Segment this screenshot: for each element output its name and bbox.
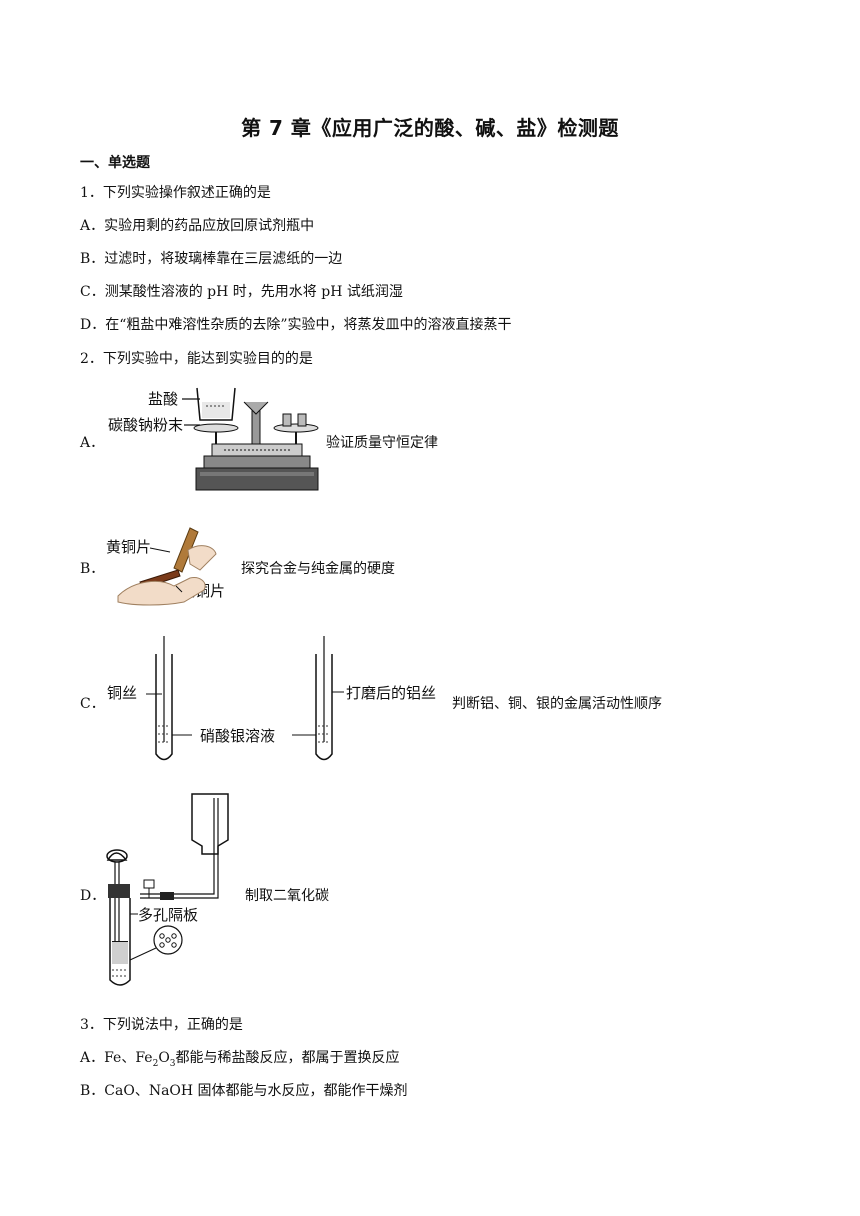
q3-option-b: B．CaO、NaOH 固体都能与水反应，都能作干燥剂 [80, 1083, 408, 1099]
q3-option-a-sub2: 3 [169, 1058, 176, 1069]
q2-option-d-desc: 制取二氧化碳 [245, 888, 329, 904]
q3-option-a-sub1: 2 [152, 1058, 159, 1069]
page-title: 第 7 章《应用广泛的酸、碱、盐》检测题 [241, 116, 619, 140]
test-tubes-figure: 铜丝 硝酸银溶液 打磨后的铝丝 [107, 636, 436, 761]
q1-option-c: C．测某酸性溶液的 pH 时，先用水将 pH 试纸润湿 [80, 284, 403, 300]
q2-option-d-letter: D． [80, 888, 106, 904]
fig-label-porous-plate: 多孔隔板 [138, 906, 198, 924]
section-heading: 一、单选题 [80, 155, 150, 171]
fig-label-silver-nitrate: 硝酸银溶液 [200, 727, 275, 745]
q3-stem: 3．下列说法中，正确的是 [80, 1017, 243, 1033]
fig-label-hcl: 盐酸 [148, 390, 178, 408]
fig-label-copper-wire: 铜丝 [107, 684, 137, 702]
co2-apparatus-figure: 多孔隔板 [106, 793, 229, 986]
q2-option-b-letter: B． [80, 561, 105, 577]
q3-option-a-part3: 都能与稀盐酸反应，都属于置换反应 [175, 1050, 400, 1066]
q1-option-a: A．实验用剩的药品应放回原试剂瓶中 [80, 218, 315, 234]
balance-figure: 盐酸 碳酸钠粉末 [108, 387, 319, 491]
q3-option-a-part1: A．Fe、Fe [80, 1050, 153, 1066]
q2-option-a-letter: A． [80, 435, 105, 451]
q1-option-d: D．在“粗盐中难溶性杂质的去除”实验中，将蒸发皿中的溶液直接蒸干 [80, 317, 512, 333]
q3-option-a: A．Fe、Fe2O3都能与稀盐酸反应，都属于置换反应 [80, 1047, 400, 1069]
q2-option-c-letter: C． [80, 696, 105, 712]
q2-option-c-desc: 判断铝、铜、银的金属活动性顺序 [452, 696, 662, 712]
q2-option-a-desc: 验证质量守恒定律 [326, 435, 438, 451]
q2-stem: 2．下列实验中，能达到实验目的的是 [80, 351, 313, 367]
copper-sheets-figure: 黄铜片 纯铜片 [106, 527, 225, 606]
fig-label-brass: 黄铜片 [106, 538, 151, 556]
fig-label-na2co3: 碳酸钠粉末 [108, 416, 183, 434]
fig-label-polished-aluminum: 打磨后的铝丝 [346, 684, 436, 702]
q3-option-a-part2: O [158, 1050, 170, 1066]
q1-option-b: B．过滤时，将玻璃棒靠在三层滤纸的一边 [80, 251, 343, 267]
q1-stem: 1．下列实验操作叙述正确的是 [80, 185, 271, 201]
q2-option-b-desc: 探究合金与纯金属的硬度 [241, 561, 395, 577]
